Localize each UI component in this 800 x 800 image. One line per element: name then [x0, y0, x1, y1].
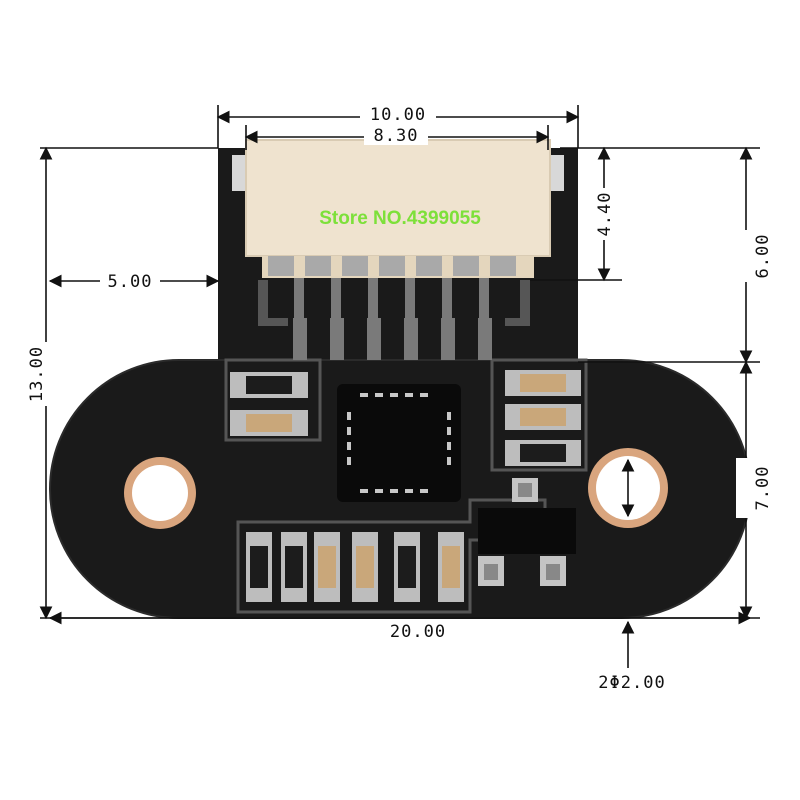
- dim-600-label: 6.00: [753, 234, 773, 279]
- dim-1300-label: 13.00: [27, 346, 47, 402]
- smd-right-3: [505, 440, 581, 466]
- dim-830-label: 8.30: [374, 126, 419, 146]
- fanout-pads: [293, 278, 492, 360]
- dim-700-label: 7.00: [753, 466, 773, 511]
- dimension-lines: [39, 105, 760, 668]
- dim-2000-label: 20.00: [390, 622, 446, 642]
- connector-pins: [268, 256, 516, 276]
- dim-500-label: 5.00: [108, 272, 153, 292]
- qfn-chip: [337, 384, 461, 502]
- sot23-transistor: [478, 478, 576, 586]
- dim-440-label: 4.40: [595, 192, 615, 237]
- mounting-hole-left: [124, 457, 196, 529]
- smd-bottom-row: [246, 532, 464, 602]
- store-watermark: Store NO.4399055: [319, 208, 481, 229]
- smd-left-top: [230, 372, 308, 398]
- dim-10-label: 10.00: [370, 105, 426, 125]
- smd-left-bottom: [230, 410, 308, 436]
- dim-hole-label: 2Φ2.00: [598, 673, 665, 693]
- dimension-labels: 10.00 8.30 4.40 5.00 13.00 6.00 7.00 20.…: [27, 104, 773, 693]
- smd-right-2: [505, 404, 581, 430]
- smd-right-1: [505, 370, 581, 396]
